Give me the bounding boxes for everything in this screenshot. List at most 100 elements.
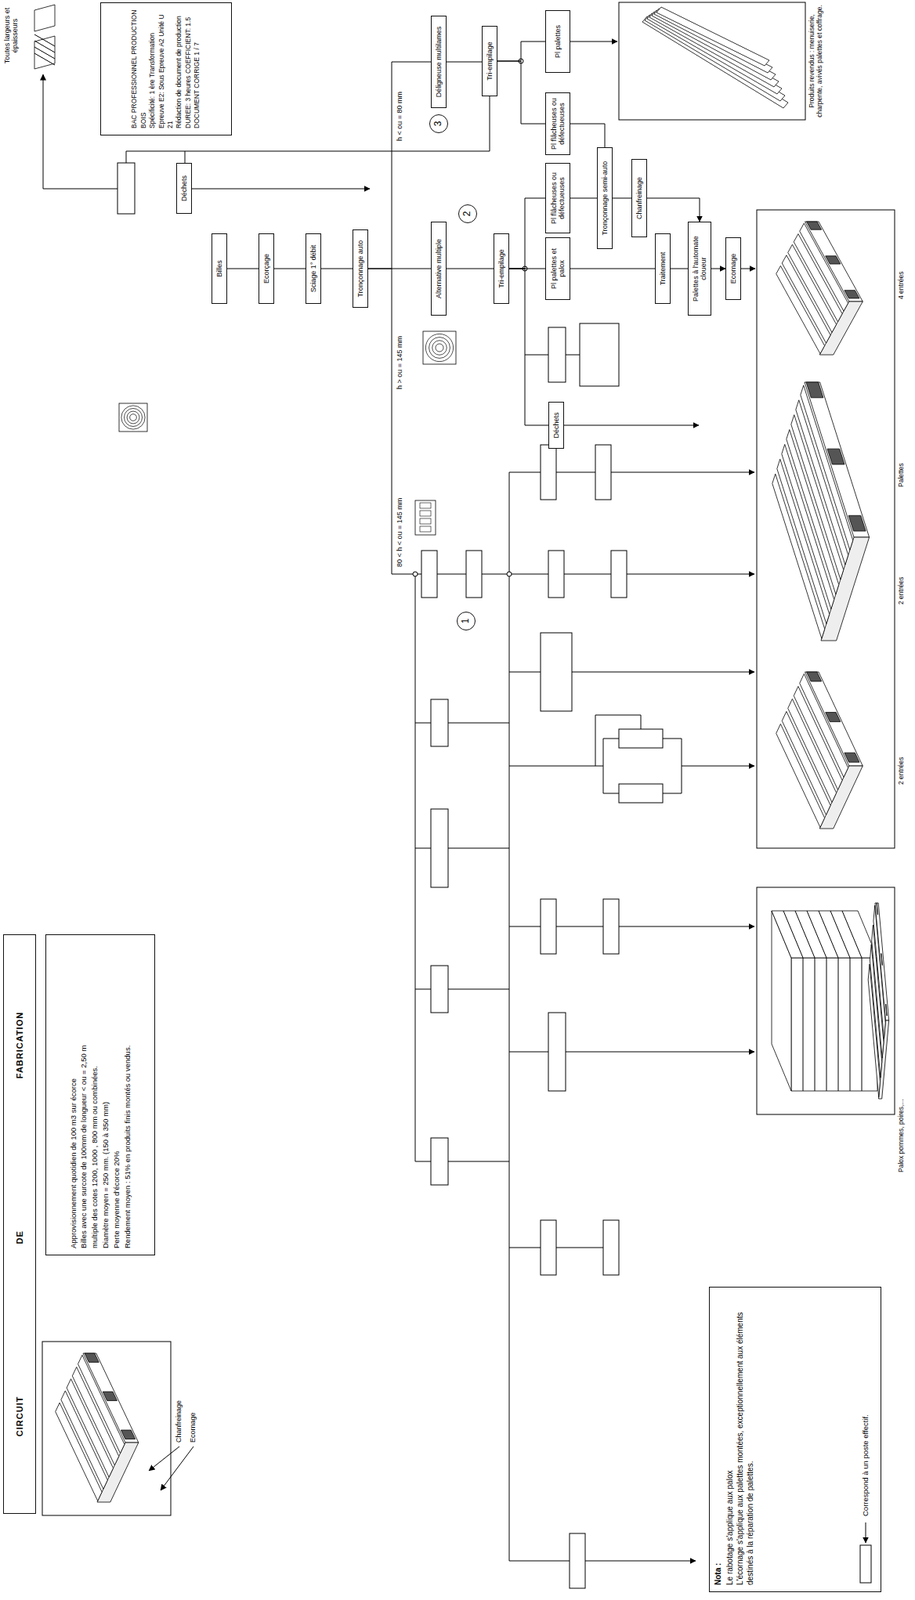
flow-line [838, 958, 840, 1092]
flow-line [842, 911, 862, 959]
log-ring [429, 337, 451, 359]
legend-arrow [865, 1522, 867, 1544]
flow-line [509, 1052, 549, 1053]
log-ring [121, 405, 145, 430]
flow-line [448, 989, 510, 991]
figure-frame [756, 209, 895, 849]
connector [497, 41, 546, 62]
empty-box [579, 323, 619, 387]
stack-board [419, 510, 431, 517]
process-box: Sciage 1° débit [305, 233, 322, 304]
dimension-label: h < ou = 80 mm [395, 90, 404, 142]
process-box: Tronçonnage semi-auto [596, 147, 613, 250]
node-text: Déchets [180, 175, 189, 202]
process-box: Déchets [548, 401, 565, 449]
callout-number: 2 [458, 204, 478, 224]
node-text: L'écornage s'applique aux palettes monté… [734, 1294, 756, 1586]
pallet-board [78, 1355, 125, 1454]
flow-line [556, 472, 596, 474]
log-ring [432, 340, 447, 355]
pallet-board [788, 244, 837, 333]
node-text: Pl flâcheuses ou défectueuses [549, 95, 567, 152]
empty-box [618, 784, 663, 803]
connector [711, 268, 726, 270]
pallet-block [886, 1004, 888, 1017]
flow-line [806, 911, 827, 959]
flow-line [34, 47, 55, 59]
flow-line [595, 715, 641, 767]
flow-line [415, 723, 431, 724]
flow-line [415, 989, 431, 991]
dimension-label: 80 < h < ou = 145 mm [395, 497, 404, 568]
junction-dot [506, 571, 512, 577]
pallet-block [84, 1353, 99, 1363]
node-text: 2 [462, 211, 474, 217]
connector [227, 268, 259, 270]
caption: Palettes [897, 462, 906, 489]
connector [647, 198, 700, 222]
flow-line [603, 738, 619, 740]
pallet-block [806, 221, 822, 230]
connector [509, 198, 546, 269]
stack-board [419, 502, 431, 509]
log-icon [423, 331, 456, 365]
empty-box [548, 550, 565, 598]
empty-box [595, 444, 612, 500]
flow-line [509, 1561, 570, 1563]
pallet-block [844, 752, 860, 763]
node-text: Déchets [552, 412, 561, 438]
connector [368, 61, 431, 269]
pallet-block [825, 712, 841, 723]
connector [570, 123, 605, 148]
node-text: Pl palettes et palox [549, 240, 567, 297]
flow-line [415, 848, 431, 850]
connector [570, 268, 655, 270]
flow-line [509, 1247, 541, 1249]
log-ring [126, 411, 140, 424]
stack-board [419, 518, 431, 525]
caption: Produits revendus : menuiserie, charpent… [808, 2, 825, 120]
caption: Palox pommes, poires,... [897, 1098, 906, 1174]
node-text: Chanfreinage [635, 177, 644, 220]
node-text: Tronçonnage auto [356, 240, 365, 298]
flow-line [802, 958, 804, 1092]
flow-line [148, 1446, 180, 1472]
empty-box [540, 1220, 557, 1276]
log-ring [123, 408, 142, 427]
flow-line [741, 268, 756, 270]
connector [274, 268, 306, 270]
title-box: CIRCUIT DE FABRICATION [3, 934, 37, 1515]
flow-line [509, 472, 510, 1562]
pallet-block [876, 903, 879, 915]
node-text: 1 [460, 618, 472, 625]
legend-text: Correspond à un poste effectif. [860, 1414, 871, 1517]
connector [612, 198, 632, 199]
pallet-board [793, 234, 843, 322]
flow-line [611, 472, 755, 474]
pallet-block [844, 290, 860, 299]
empty-box [611, 550, 627, 598]
legend-sample [858, 1521, 873, 1585]
flow-line [618, 926, 755, 928]
pallet-block [806, 672, 822, 682]
pallet-board [66, 1379, 113, 1478]
node-text: Approvisionnement quotidien de 100 m3 su… [68, 1078, 80, 1249]
flow-line [34, 34, 55, 47]
process-box: Déchets [176, 162, 192, 214]
node-text: 3 [433, 121, 445, 127]
flow-line [565, 354, 580, 356]
flow-line [34, 53, 55, 66]
header-box: BAC PROFESSIONNEL PRODUCTION BOISSpécifi… [100, 2, 232, 136]
node-text: Pl palettes [553, 25, 562, 58]
log-ring [425, 333, 453, 362]
pallet-block [825, 256, 841, 265]
caption: Ecornage [188, 1411, 197, 1444]
process-box: Billes [211, 233, 228, 304]
flow-line [571, 672, 755, 673]
pallet-board [795, 400, 849, 565]
stack-icon [415, 500, 436, 536]
process-box: Tri-empilage [481, 25, 498, 97]
flow-line [556, 1247, 604, 1249]
process-box: Traitement [654, 233, 671, 304]
